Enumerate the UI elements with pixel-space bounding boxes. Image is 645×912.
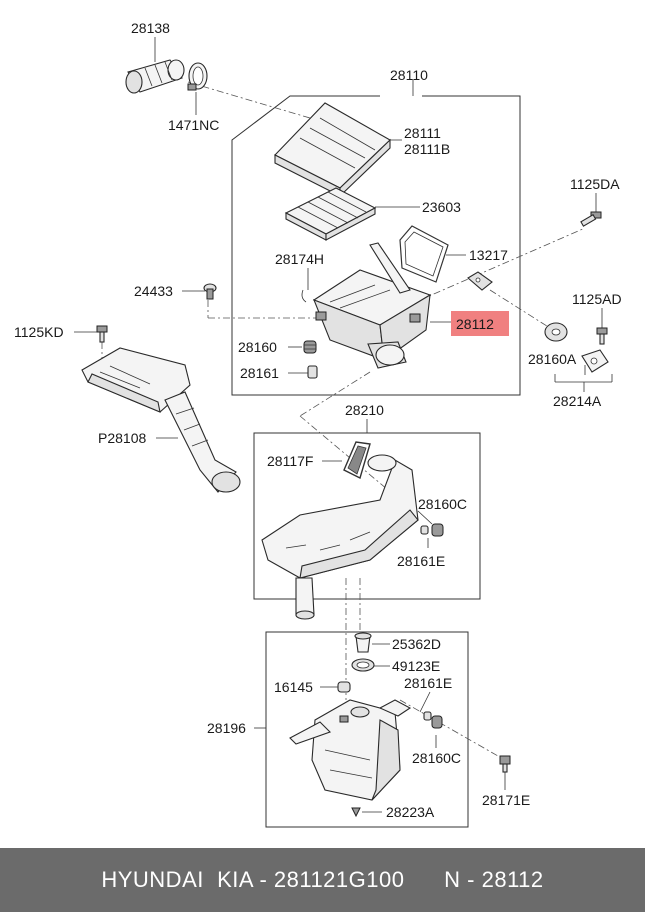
collar-28161e-b-part — [423, 711, 432, 721]
clip-28174h-part — [301, 289, 307, 303]
label-16145: 16145 — [274, 679, 313, 695]
gasket-13217-part — [399, 225, 449, 283]
label-1125da: 1125DA — [570, 176, 620, 192]
labels: 28138 1471NC 28110 28111 28111B 23603 13… — [14, 20, 622, 820]
cover-28111-part — [274, 102, 391, 198]
mount-28160c-part — [431, 523, 444, 537]
label-13217: 13217 — [469, 247, 508, 263]
label-25362d: 25362D — [392, 636, 441, 652]
label-p28108: P28108 — [98, 430, 146, 446]
label-28111b: 28111B — [404, 141, 450, 157]
label-49123e: 49123E — [392, 658, 440, 674]
label-23603: 23603 — [422, 199, 461, 215]
bolt-1125kd-part — [96, 325, 108, 343]
label-28110: 28110 — [390, 67, 428, 83]
mount-28160c-b-part — [431, 715, 443, 729]
label-28111: 28111 — [404, 125, 441, 141]
seal-28117f-part — [343, 441, 371, 480]
label-28210: 28210 — [345, 402, 384, 418]
label-28223a: 28223A — [386, 804, 435, 820]
label-28117f: 28117F — [267, 453, 313, 469]
label-28214a: 28214A — [553, 393, 602, 409]
bracket-28214a-part — [581, 349, 609, 373]
label-28174h: 28174H — [275, 251, 324, 267]
mount-28160a-part — [544, 322, 568, 342]
highlight-28112 — [451, 311, 509, 336]
label-28160c-b: 28160C — [412, 750, 461, 766]
label-1471nc: 1471NC — [168, 117, 219, 133]
label-28196: 28196 — [207, 720, 246, 736]
group-box-28196 — [265, 631, 469, 828]
label-28160c-a: 28160C — [418, 496, 467, 512]
label-28161: 28161 — [240, 365, 279, 381]
collar-28161-part — [307, 365, 318, 379]
tank-28196-part — [289, 699, 412, 801]
label-28112: 28112 — [456, 316, 494, 332]
filter-23603-part — [284, 187, 377, 241]
clamp-1471nc-part — [187, 62, 208, 91]
bolt-1125da-part — [580, 211, 602, 227]
label-1125kd: 1125KD — [14, 324, 64, 340]
label-28160a: 28160A — [528, 351, 577, 367]
label-28161e-b: 28161E — [404, 675, 452, 691]
bolt-1125ad-part — [596, 327, 608, 345]
leader-lines — [74, 37, 613, 813]
bracket-part — [467, 271, 493, 291]
label-28160: 28160 — [238, 339, 277, 355]
label-1125ad: 1125AD — [572, 291, 622, 307]
footer-brand-part-number: HYUNDAI KIA - 281121G100 — [101, 867, 405, 892]
parts-diagram: 28138 1471NC 28110 28111 28111B 23603 13… — [14, 20, 622, 828]
lower-case-28112-part — [312, 242, 432, 369]
drain-28223a-part — [351, 807, 361, 818]
duct-p28108-part — [81, 347, 241, 493]
collar-28161e-part — [420, 525, 429, 535]
footer-reference-number: N - 28112 — [444, 867, 544, 892]
hose-28138-part — [125, 59, 185, 94]
label-28138: 28138 — [131, 20, 170, 36]
grommet-24433-part — [203, 283, 217, 300]
bolt-28171e-part — [499, 755, 511, 773]
cap-25362d-part — [354, 632, 372, 653]
ring-49123e-part — [351, 658, 375, 672]
resonator-28210-part — [261, 454, 419, 620]
label-28161e-a: 28161E — [397, 553, 445, 569]
group-box-28110 — [231, 95, 521, 396]
mount-28160-part — [303, 340, 317, 354]
label-28171e: 28171E — [482, 792, 530, 808]
plug-16145-part — [337, 681, 351, 693]
label-24433: 24433 — [134, 283, 173, 299]
footer-bar: HYUNDAI KIA - 281121G100 N - 28112 — [0, 848, 645, 912]
